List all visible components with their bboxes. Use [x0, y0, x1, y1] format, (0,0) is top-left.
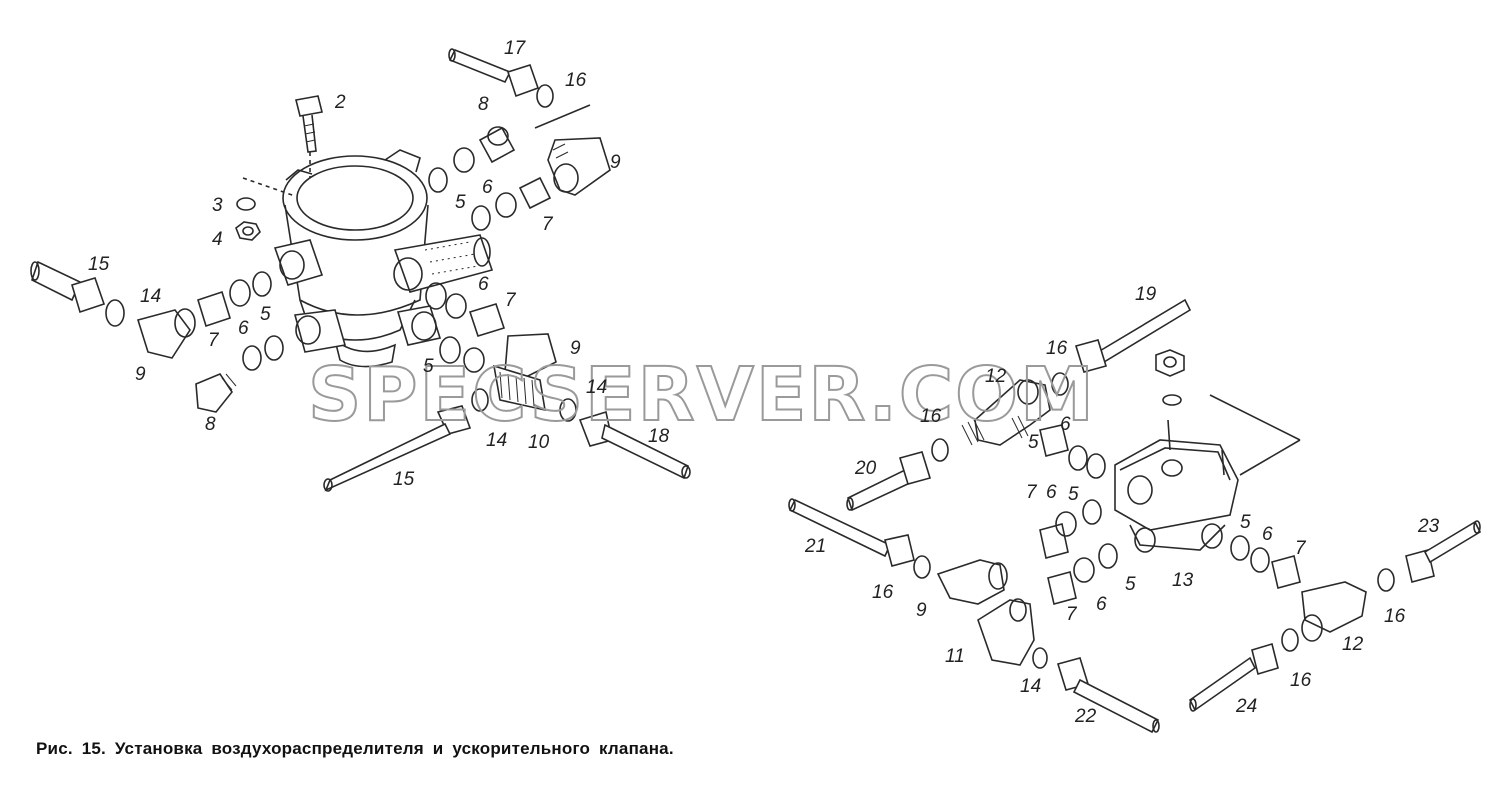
label-24: 24 — [1235, 696, 1257, 717]
label-15: 15 — [393, 469, 415, 490]
label-11: 11 — [945, 646, 965, 667]
label-14: 14 — [486, 430, 507, 451]
lower-right-fittings — [323, 282, 691, 492]
label-16: 16 — [565, 70, 587, 91]
label-18: 18 — [648, 426, 670, 447]
label-16: 16 — [872, 582, 894, 603]
label-7: 7 — [1295, 538, 1307, 559]
pipe-22 — [1072, 678, 1160, 734]
label-14: 14 — [586, 377, 607, 398]
label-17: 17 — [504, 38, 527, 59]
label-15: 15 — [88, 254, 110, 275]
pipe-23 — [1423, 520, 1482, 564]
label-16: 16 — [1384, 606, 1406, 627]
label-8: 8 — [205, 414, 216, 435]
label-3: 3 — [212, 195, 223, 216]
pipe-17 — [448, 48, 554, 108]
label-4: 4 — [212, 229, 223, 250]
pipe-21 — [788, 498, 892, 558]
label-5: 5 — [1028, 432, 1039, 453]
label-14: 14 — [140, 286, 161, 307]
label-6: 6 — [1096, 594, 1107, 615]
elbow-9-right — [936, 559, 1005, 605]
label-5: 5 — [1125, 574, 1136, 595]
label-5: 5 — [260, 304, 271, 325]
label-7: 7 — [1026, 482, 1038, 503]
label-12: 12 — [985, 366, 1007, 387]
label-9: 9 — [610, 152, 621, 173]
label-6: 6 — [1060, 414, 1071, 435]
nut-and-washer-top — [1155, 349, 1185, 406]
label-13: 13 — [1172, 570, 1194, 591]
air-distributor-body — [273, 149, 494, 368]
upper-right-fittings — [428, 104, 611, 231]
label-7: 7 — [208, 330, 220, 351]
washer-3 — [236, 197, 256, 211]
label-6: 6 — [482, 177, 493, 198]
label-6: 6 — [1046, 482, 1057, 503]
callout-labels: 2 3 4 5 6 7 8 9 16 17 15 14 9 7 6 5 8 6 … — [88, 38, 1440, 727]
label-16: 16 — [920, 406, 942, 427]
label-6: 6 — [478, 274, 489, 295]
label-6: 6 — [1262, 524, 1273, 545]
label-22: 22 — [1074, 706, 1097, 727]
label-19: 19 — [1135, 284, 1157, 305]
air-distributor-assembly — [30, 48, 691, 492]
ring-16-top — [1051, 372, 1069, 396]
label-14: 14 — [1020, 676, 1041, 697]
label-7: 7 — [542, 214, 554, 235]
label-6: 6 — [238, 318, 249, 339]
bolt-2 — [295, 95, 323, 178]
label-5: 5 — [423, 356, 434, 377]
label-16: 16 — [1290, 670, 1312, 691]
label-5: 5 — [1068, 484, 1079, 505]
label-23: 23 — [1417, 516, 1440, 537]
label-21: 21 — [804, 536, 826, 557]
label-10: 10 — [528, 432, 550, 453]
nut-4 — [235, 221, 261, 241]
label-9: 9 — [570, 338, 581, 359]
label-12: 12 — [1342, 634, 1364, 655]
tee-12-lower — [1301, 581, 1367, 633]
label-5: 5 — [1240, 512, 1251, 533]
label-7: 7 — [505, 290, 517, 311]
label-7: 7 — [1066, 604, 1078, 625]
relay-valve-body — [1114, 394, 1301, 553]
tee-12-upper — [961, 379, 1051, 446]
label-20: 20 — [854, 458, 877, 479]
left-fittings — [30, 260, 284, 413]
label-16: 16 — [1046, 338, 1068, 359]
label-9: 9 — [916, 600, 927, 621]
label-5: 5 — [455, 192, 466, 213]
relay-valve-assembly — [788, 298, 1482, 734]
label-9: 9 — [135, 364, 146, 385]
pipe-24 — [1188, 656, 1257, 712]
elbow-11 — [977, 599, 1035, 666]
nut-16-top — [1074, 339, 1108, 373]
figure-caption: Рис. 15. Установка воздухораспределителя… — [36, 739, 674, 758]
watermark: SPECSERVER.COM — [308, 352, 1096, 438]
label-8: 8 — [478, 94, 489, 115]
label-2: 2 — [334, 92, 346, 113]
